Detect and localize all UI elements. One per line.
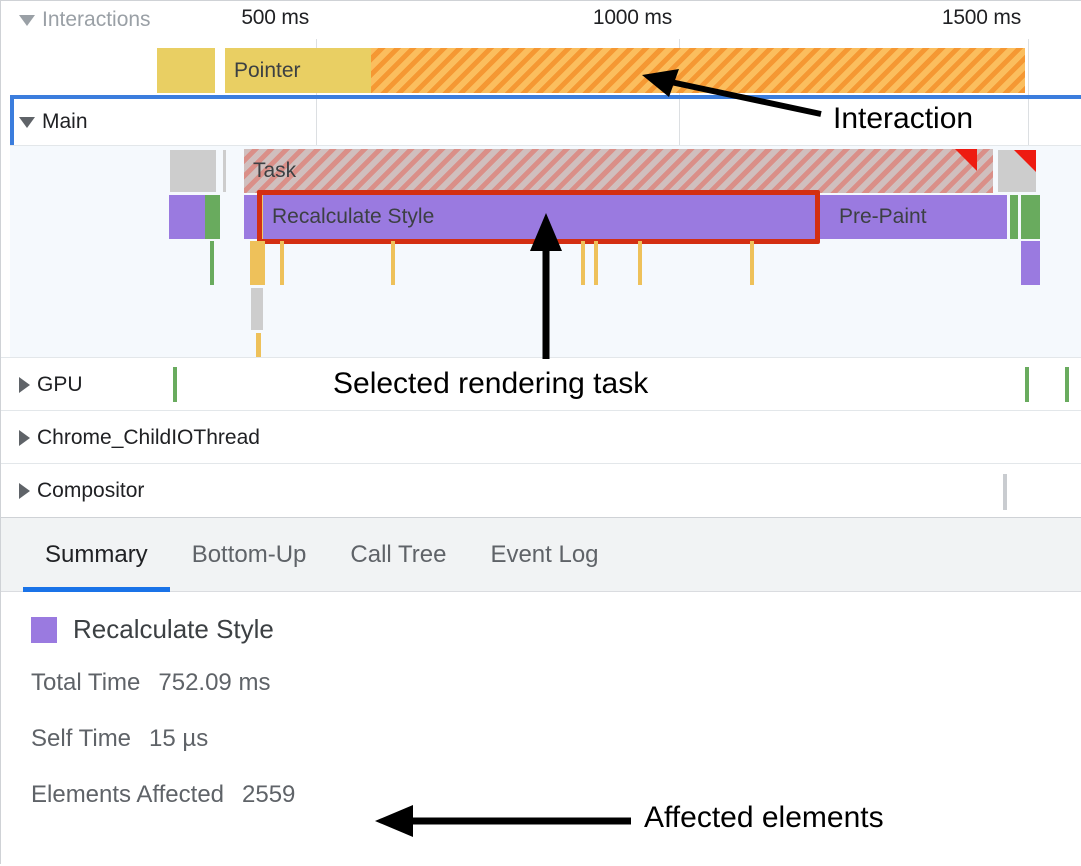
summary-value: 15 µs [149,725,209,752]
summary-row-elements-affected: Elements Affected 2559 [31,781,1081,809]
chevron-right-icon[interactable] [19,376,30,393]
flame-bar[interactable] [1021,241,1040,285]
details-tabbar[interactable]: Summary Bottom-Up Call Tree Event Log [1,518,1081,592]
flame-marker[interactable] [280,241,284,285]
flame-marker[interactable] [256,333,261,358]
flame-bar-label: Task [253,159,297,182]
flame-bar[interactable] [244,195,258,239]
interaction-event[interactable] [157,48,215,93]
flame-bar[interactable] [169,149,217,193]
annotation-label-selected-task: Selected rendering task [333,367,649,400]
flame-marker[interactable] [750,241,754,285]
flame-marker[interactable] [210,241,214,285]
annotation-label-interaction: Interaction [833,102,974,135]
summary-row-self-time: Self Time 15 µs [31,725,1081,753]
summary-value: 752.09 ms [158,669,271,696]
track-header-interactions[interactable]: Interactions [1,5,151,35]
track-chrome-childiothread[interactable]: Chrome_ChildIOThread [1,410,1081,464]
track-title-interactions: Interactions [42,8,151,31]
track-title-compositor: Compositor [37,479,145,502]
flame-bar-task[interactable]: Task [244,149,993,193]
tab-summary[interactable]: Summary [23,518,170,592]
interactions-lane: Pointer [1,48,1081,93]
event-color-swatch [31,616,57,643]
summary-title-row: Recalculate Style [31,614,1081,645]
chevron-right-icon[interactable] [19,483,30,499]
track-compositor[interactable]: Compositor [1,463,1081,518]
summary-event-name: Recalculate Style [73,614,274,644]
track-header-compositor[interactable]: Compositor [1,464,144,518]
flame-chart-main[interactable]: Task Recalculate Style Pre-Paint [10,145,1081,358]
timeline-area[interactable]: 500 ms 1000 ms 1500 ms Interactions Poin… [1,1,1081,518]
track-marker[interactable] [173,367,177,402]
flame-bar-pre-paint[interactable]: Pre-Paint [830,195,1007,239]
chevron-down-icon[interactable] [19,116,35,128]
track-header-chrome-childiothread[interactable]: Chrome_ChildIOThread [1,411,260,464]
flame-marker[interactable] [594,241,598,285]
flame-bar[interactable] [1010,195,1018,239]
warning-corner-icon [955,149,977,171]
track-header-main[interactable]: Main [1,105,88,139]
flame-bar[interactable] [997,149,1037,193]
flame-bar[interactable] [169,195,205,239]
flame-bar[interactable] [250,287,264,331]
tab-call-tree[interactable]: Call Tree [350,540,447,568]
chevron-right-icon[interactable] [19,429,30,446]
summary-key: Total Time [31,669,141,696]
timeline-ruler[interactable]: 500 ms 1000 ms 1500 ms [1,1,1081,39]
flame-bar[interactable] [222,149,227,193]
track-interactions[interactable]: Interactions Pointer [1,1,1081,95]
summary-key: Self Time [31,725,132,752]
summary-key: Elements Affected [31,781,225,808]
summary-value: 2559 [242,781,296,808]
chevron-down-icon[interactable] [19,14,35,26]
interaction-event-extended[interactable] [371,48,1025,93]
flame-bar-recalculate-style[interactable]: Recalculate Style [263,195,815,239]
track-marker[interactable] [1065,367,1069,402]
track-title-chrome-childiothread: Chrome_ChildIOThread [37,425,260,449]
ruler-tick-label: 1000 ms [592,6,672,29]
track-gpu[interactable]: GPU [1,357,1081,411]
interaction-event-label: Pointer [234,58,301,82]
ruler-tick-label: 1500 ms [941,6,1021,29]
track-title-main: Main [42,110,88,133]
track-title-gpu: GPU [37,372,83,396]
flame-marker[interactable] [581,241,585,285]
annotation-label-affected-elements: Affected elements [644,801,884,834]
summary-row-total-time: Total Time 752.09 ms [31,669,1081,697]
track-header-gpu[interactable]: GPU [1,358,83,411]
tab-bottom-up[interactable]: Bottom-Up [191,540,307,568]
flame-bar-label: Pre-Paint [839,205,927,228]
summary-content: Recalculate Style Total Time 752.09 ms S… [1,592,1081,866]
flame-bar[interactable] [815,195,830,239]
tab-event-log[interactable]: Event Log [490,540,599,568]
interaction-event-pointer[interactable]: Pointer [225,48,371,93]
track-marker[interactable] [1003,474,1007,510]
flame-marker[interactable] [391,241,395,285]
flame-bar-label: Recalculate Style [272,205,435,228]
flame-marker[interactable] [250,241,265,285]
flame-bar[interactable] [205,195,220,239]
flame-marker[interactable] [638,241,642,285]
track-marker[interactable] [1025,367,1029,402]
warning-corner-icon [1014,150,1036,172]
flame-bar[interactable] [1021,195,1040,239]
details-pane: Summary Bottom-Up Call Tree Event Log Re… [1,517,1081,866]
ruler-tick-label: 500 ms [241,6,309,29]
